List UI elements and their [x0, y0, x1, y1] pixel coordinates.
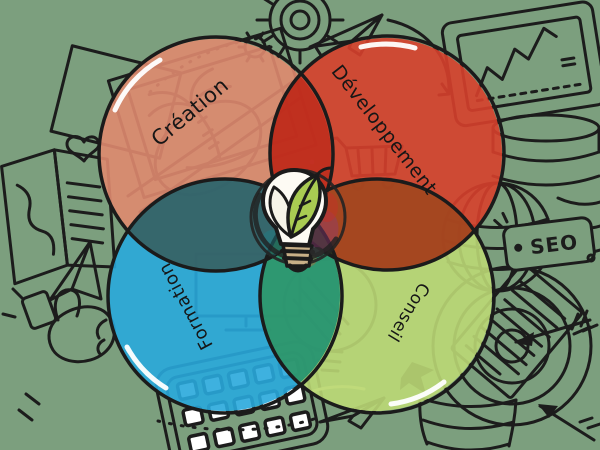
heart-icon: [65, 135, 101, 163]
seo-tag-label: SEO: [529, 230, 580, 260]
dashed-flight-path: [156, 417, 316, 432]
circle-conseil: [260, 179, 492, 411]
arrow-down-right-icon: [538, 404, 600, 442]
seo-tag-icon: SEO: [493, 211, 596, 272]
paper-plane-left-icon: [48, 240, 103, 302]
thumbs-up-icon: [1, 287, 116, 422]
target-arrow-icon: [514, 309, 599, 346]
